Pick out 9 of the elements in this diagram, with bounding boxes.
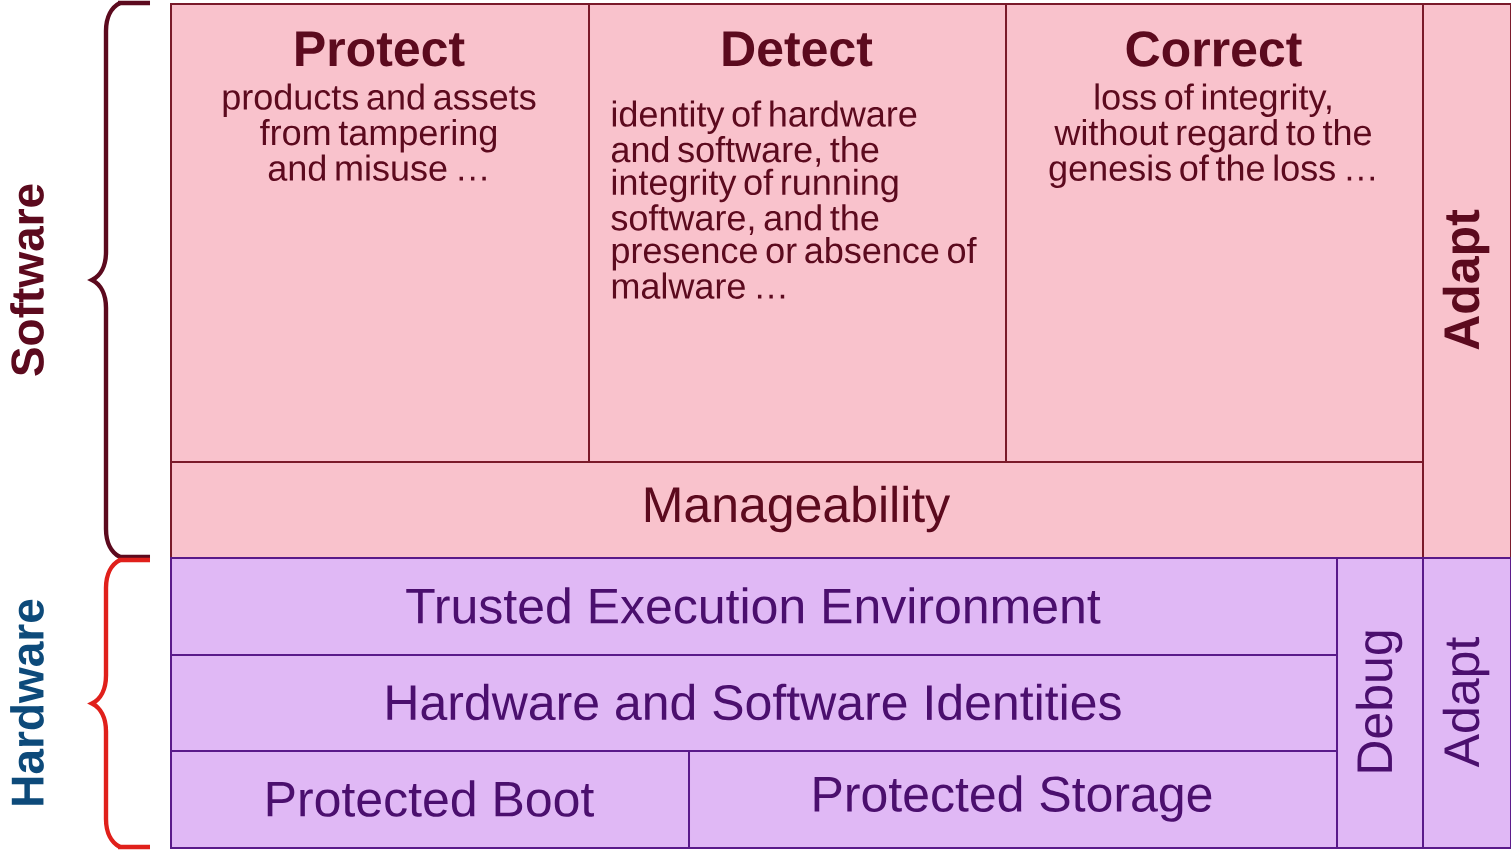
side-label: Hardware — [10, 599, 44, 805]
text-box: Detect identity of hardware and software, the integrity of running software, and the presence or absence of malware … — [588, 3, 1007, 463]
text-box: Debug — [1336, 557, 1424, 849]
text-box: Protected Boot — [170, 750, 690, 849]
text-box: Adapt — [1422, 557, 1511, 849]
text-box: Adapt — [1422, 3, 1511, 559]
node-label: Adapt — [1442, 209, 1490, 350]
side-label: Software — [10, 184, 44, 376]
text-box: Protect products and assets from tampering and misuse … — [170, 3, 590, 463]
